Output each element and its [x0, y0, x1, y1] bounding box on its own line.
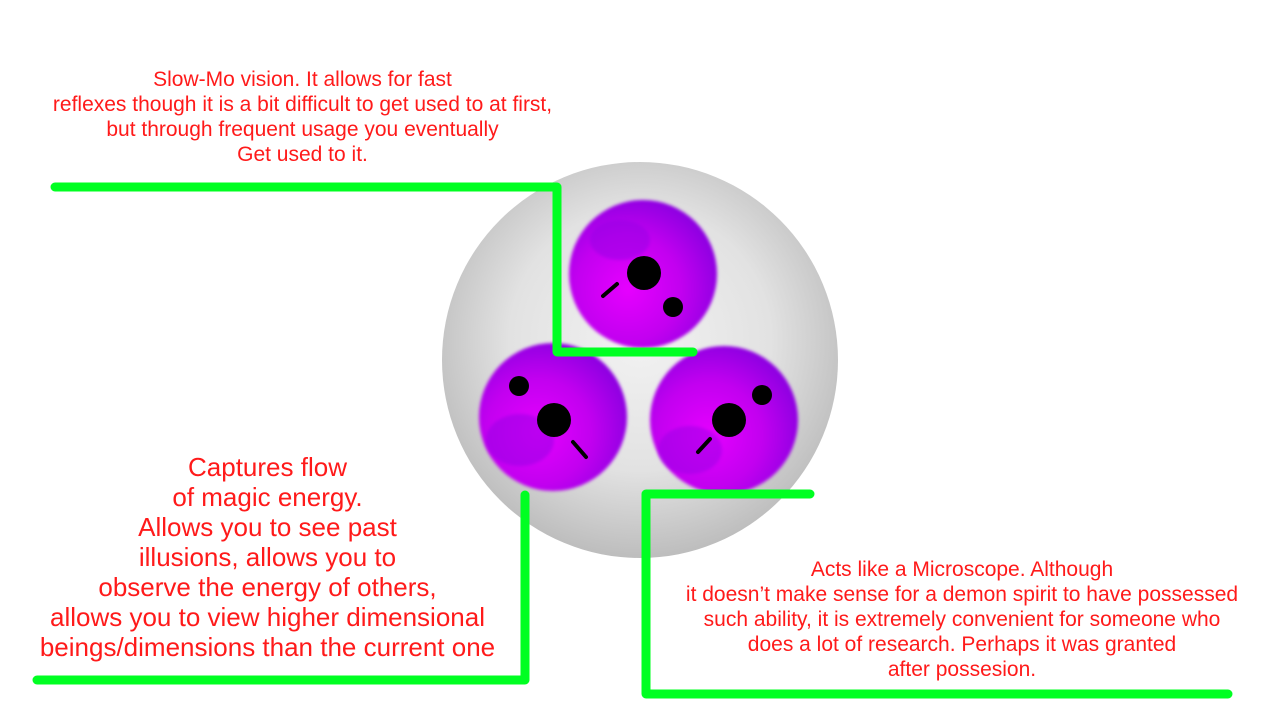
annotation-microscope: Acts like a Microscope. Although it does…	[685, 558, 1239, 681]
callout-line-magic	[32, 490, 530, 685]
eye-top	[569, 200, 717, 348]
pupil-bl-small	[509, 376, 529, 396]
pupil-br-main	[712, 403, 746, 437]
pupil-top-slit	[601, 282, 619, 298]
pupil-br-small	[752, 385, 772, 405]
pupil-bl-main	[537, 403, 571, 437]
annotation-slow-mo: Slow-Mo vision. It allows for fast refle…	[52, 68, 553, 166]
callout-line-microscope	[641, 489, 1233, 699]
callout-line-slowmo	[50, 182, 698, 357]
pupil-bl-slit	[571, 440, 588, 459]
eye-bottom-left	[479, 343, 627, 491]
annotation-magic-flow: Captures flow of magic energy. Allows yo…	[39, 452, 496, 662]
pupil-br-slit	[696, 437, 712, 454]
pupil-top-small	[663, 297, 683, 317]
pupil-top-main	[627, 256, 661, 290]
eye-bottom-right	[650, 346, 798, 494]
